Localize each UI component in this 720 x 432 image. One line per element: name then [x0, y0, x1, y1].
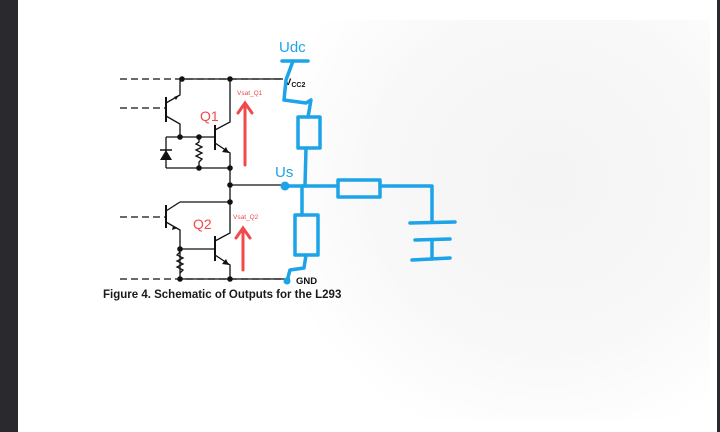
faded-background: [300, 20, 710, 420]
diode-icon: [160, 150, 172, 160]
vsat-q1-label: Vsat_Q1: [237, 90, 263, 97]
q1-label: Q1: [200, 108, 219, 124]
arrow-up-icon: [234, 100, 254, 272]
blue-annotation: [280, 59, 457, 283]
schematic-wires: [120, 78, 290, 280]
figure-caption: Figure 4. Schematic of Outputs for the L…: [103, 289, 342, 301]
vcc2-label: VCC2: [285, 77, 305, 89]
resistor-q1: [194, 137, 204, 168]
window-left-border: [0, 0, 18, 432]
schematic-nodes: [160, 76, 233, 282]
window-right-border: [717, 0, 720, 432]
gnd-label: GND: [296, 276, 317, 287]
vsat-q2-label: Vsat_Q2: [233, 214, 259, 221]
q2-label: Q2: [193, 216, 212, 232]
udc-annotation: Udc: [279, 39, 306, 56]
us-annotation: Us: [275, 164, 293, 181]
resistor-q2: [175, 251, 185, 274]
